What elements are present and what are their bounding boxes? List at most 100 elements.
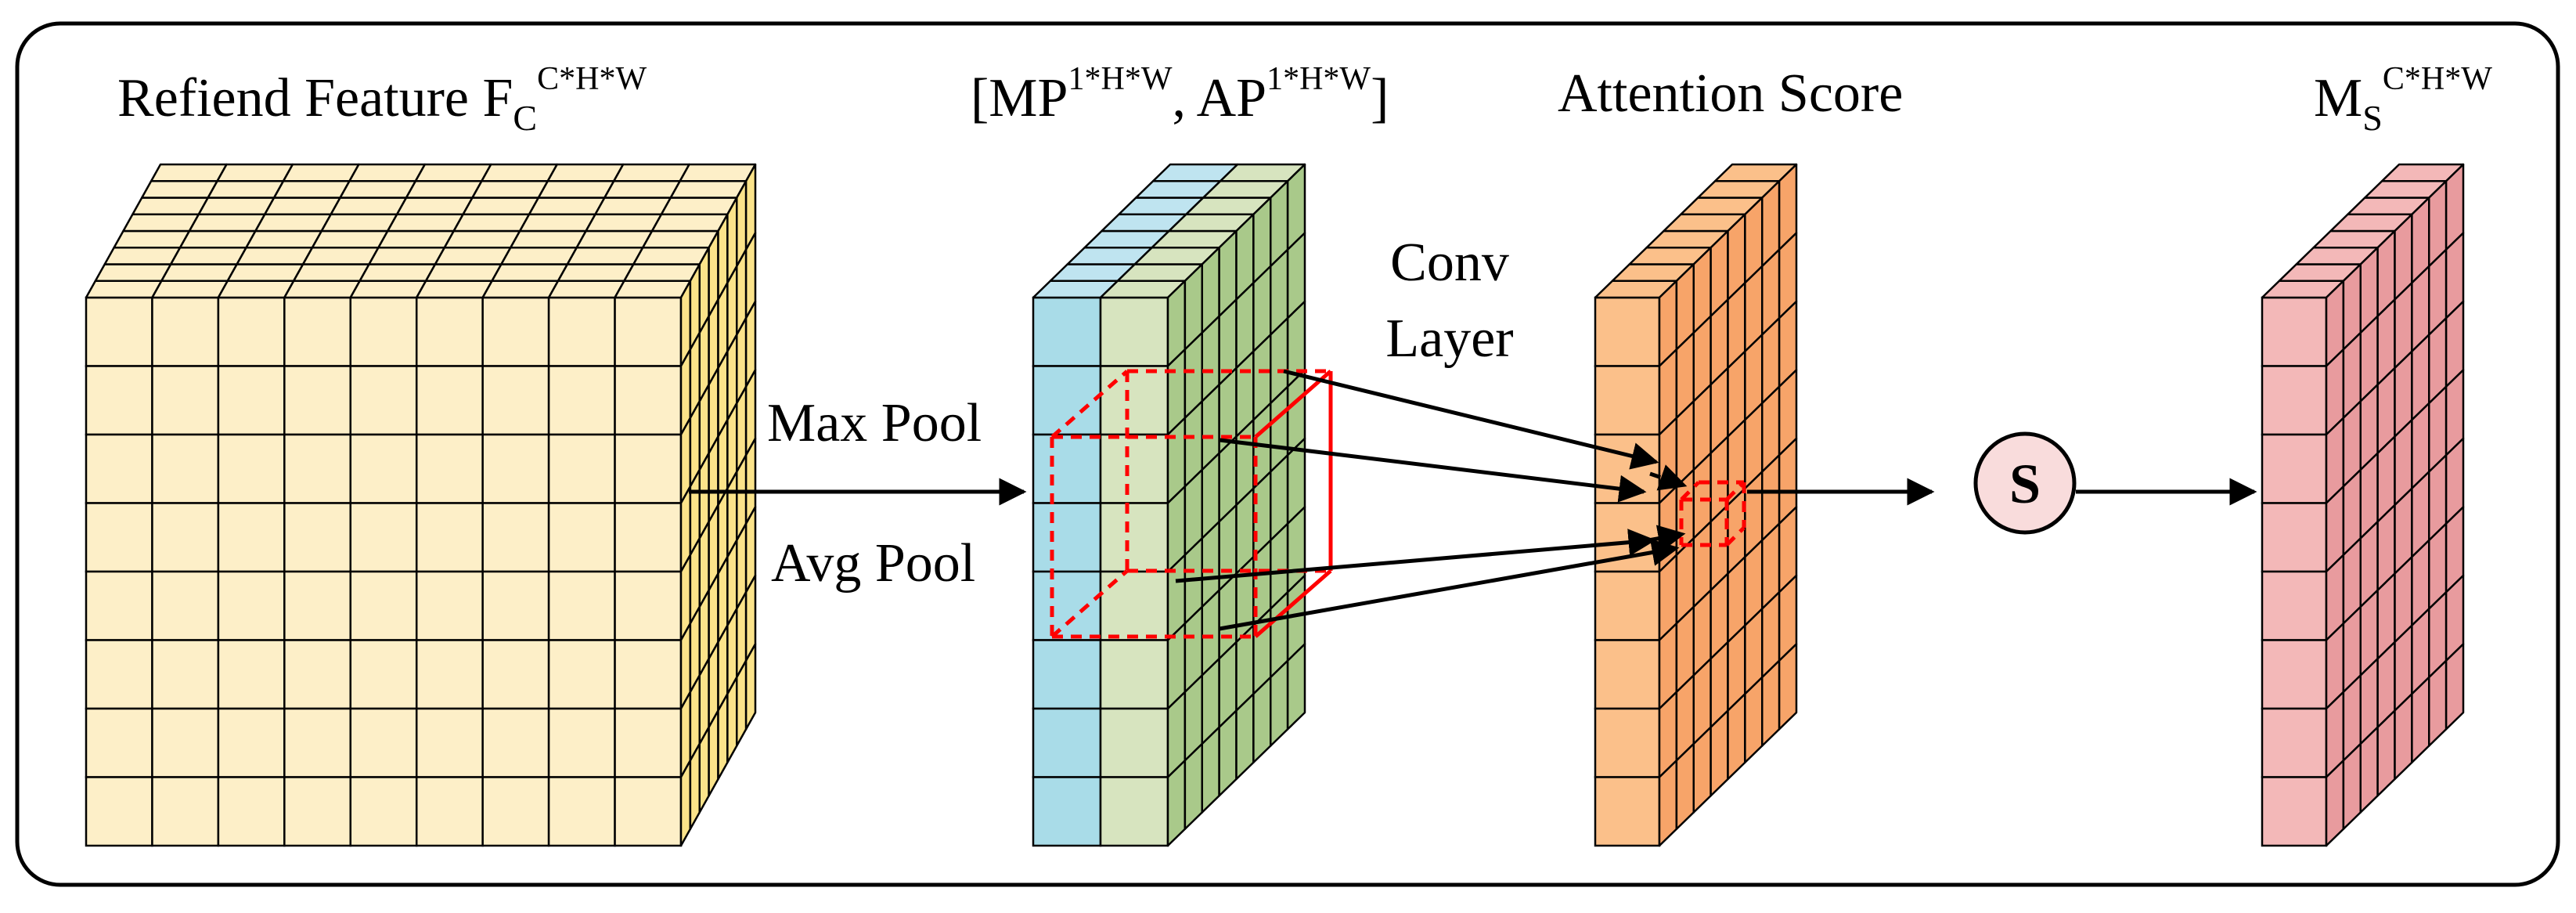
front-cell <box>349 365 418 436</box>
front-cell <box>481 502 550 573</box>
output-map-block <box>2261 163 2465 847</box>
front-cell <box>1032 502 1102 573</box>
top-cell <box>103 247 182 265</box>
top-cell <box>585 213 663 233</box>
target-edge <box>1725 481 1746 501</box>
conv-arrow-bottom <box>1219 539 1680 631</box>
top-cell <box>283 280 361 299</box>
front-cell <box>547 570 616 641</box>
front-cell <box>481 365 550 436</box>
output-label: MSC*H*W <box>2314 61 2492 138</box>
front-cell <box>2261 639 2328 710</box>
front-cell <box>2261 365 2328 436</box>
front-cell <box>415 776 484 847</box>
pooled-sup2: 1*H*W <box>1266 61 1371 97</box>
front-cell <box>1594 570 1661 641</box>
top-cell <box>481 280 560 299</box>
top-cell <box>311 229 389 249</box>
top-cell <box>405 180 483 199</box>
front-cell <box>283 365 352 436</box>
front-cell <box>547 707 616 778</box>
front-cell <box>415 570 484 641</box>
top-cell <box>510 229 587 249</box>
front-cell <box>85 776 153 847</box>
front-cell <box>217 639 286 710</box>
top-cell <box>623 263 701 282</box>
front-cell <box>283 707 352 778</box>
front-cell <box>1099 433 1169 504</box>
top-cell <box>641 229 719 249</box>
top-cell <box>236 247 314 265</box>
front-cell <box>547 502 616 573</box>
front-cell <box>1032 776 1102 847</box>
top-cell <box>282 163 360 182</box>
front-cell <box>415 502 484 573</box>
front-cell <box>349 570 418 641</box>
top-cell <box>452 213 531 233</box>
top-cell <box>603 180 681 199</box>
side-cell <box>1286 643 1306 731</box>
front-cell <box>1032 707 1102 778</box>
front-cell <box>349 776 418 847</box>
top-cell <box>669 180 748 199</box>
front-cell <box>151 296 220 367</box>
pooled-sup1: 1*H*W <box>1068 61 1172 97</box>
pooled-mid: , AP <box>1172 68 1266 128</box>
side-cell <box>2444 643 2465 731</box>
front-cell <box>85 570 153 641</box>
top-cell <box>132 197 209 215</box>
top-cell <box>188 213 266 233</box>
top-cell <box>216 163 294 182</box>
top-cell <box>254 213 332 233</box>
front-cell <box>217 502 286 573</box>
front-cell <box>481 570 550 641</box>
sigmoid-label: S <box>2009 453 2041 515</box>
front-cell <box>1032 296 1102 367</box>
front-cell <box>547 639 616 710</box>
front-cell <box>151 570 220 641</box>
front-cell <box>1032 570 1102 641</box>
conv-label-line2: Layer <box>1385 309 1513 369</box>
front-cell <box>85 296 153 367</box>
top-cell <box>614 280 692 299</box>
refined-feature-cube <box>85 163 757 847</box>
side-cell <box>717 693 729 781</box>
front-cell <box>415 296 484 367</box>
front-cell <box>614 639 683 710</box>
top-cell <box>151 280 229 299</box>
conv-label-line1: Conv <box>1390 233 1509 293</box>
front-cell <box>85 639 153 710</box>
top-cell <box>557 263 635 282</box>
output-sup: C*H*W <box>2383 61 2492 97</box>
front-cell <box>614 296 683 367</box>
top-cell <box>358 263 437 282</box>
front-cell <box>151 502 220 573</box>
side-cell <box>726 676 738 763</box>
front-cell <box>2261 433 2328 504</box>
top-cell <box>575 229 654 249</box>
top-cell <box>443 229 521 249</box>
top-cell <box>612 163 690 182</box>
top-cell <box>395 197 474 215</box>
front-cell <box>283 776 352 847</box>
top-cell <box>160 263 238 282</box>
top-cell <box>141 180 218 199</box>
top-cell <box>387 213 464 233</box>
front-cell <box>547 296 616 367</box>
top-cell <box>462 197 540 215</box>
top-cell <box>217 280 295 299</box>
front-cell <box>547 365 616 436</box>
top-cell <box>481 163 558 182</box>
side-cell <box>679 760 692 847</box>
front-cell <box>614 365 683 436</box>
top-cell <box>547 280 625 299</box>
side-cell <box>736 659 748 747</box>
front-cell <box>1594 707 1661 778</box>
front-cell <box>349 707 418 778</box>
avg-pool-label: Avg Pool <box>771 533 975 594</box>
top-cell <box>272 180 351 199</box>
top-cell <box>339 180 417 199</box>
pooled-label: [MP1*H*W, AP1*H*W] <box>971 61 1389 128</box>
pooled-open: [MP <box>971 68 1068 128</box>
